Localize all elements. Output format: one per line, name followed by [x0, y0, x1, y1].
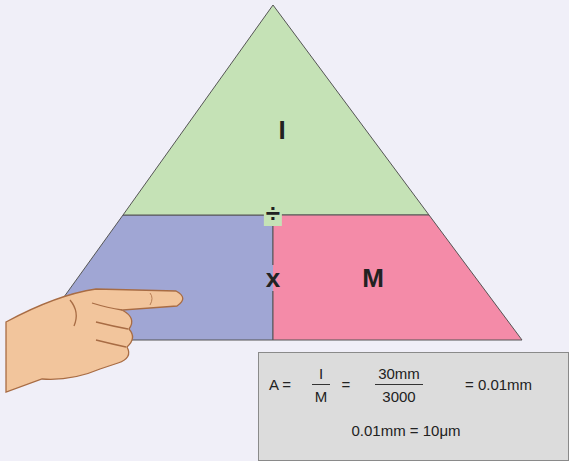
multiply-symbol: x [264, 265, 282, 291]
region-outline [273, 215, 522, 340]
formula-text: = 0.01mm [465, 377, 532, 392]
formula-text: 30mm [378, 366, 420, 381]
formula-text: I [319, 366, 323, 381]
formula-text: 0.01mm = 10μm [351, 423, 460, 438]
formula-text: A = [269, 377, 291, 392]
formula-box: A = IM = 30mm 3000 = 0.01mm 0.01mm = 10μm [258, 352, 569, 461]
pointing-hand [6, 289, 183, 392]
divide-symbol: ÷ [264, 200, 282, 226]
region-shape [273, 215, 522, 340]
fraction-bar [375, 384, 423, 385]
variable-letter: I [278, 117, 285, 143]
formula-text: M [315, 389, 328, 404]
pink-region: M [273, 215, 522, 340]
variable-letter: M [362, 265, 384, 291]
region-shape [123, 5, 429, 215]
formula-text: = [342, 377, 351, 392]
region-outline [123, 5, 429, 215]
green-region: I [123, 5, 429, 215]
fraction-bar [312, 384, 331, 385]
formula-text: 3000 [382, 389, 415, 404]
